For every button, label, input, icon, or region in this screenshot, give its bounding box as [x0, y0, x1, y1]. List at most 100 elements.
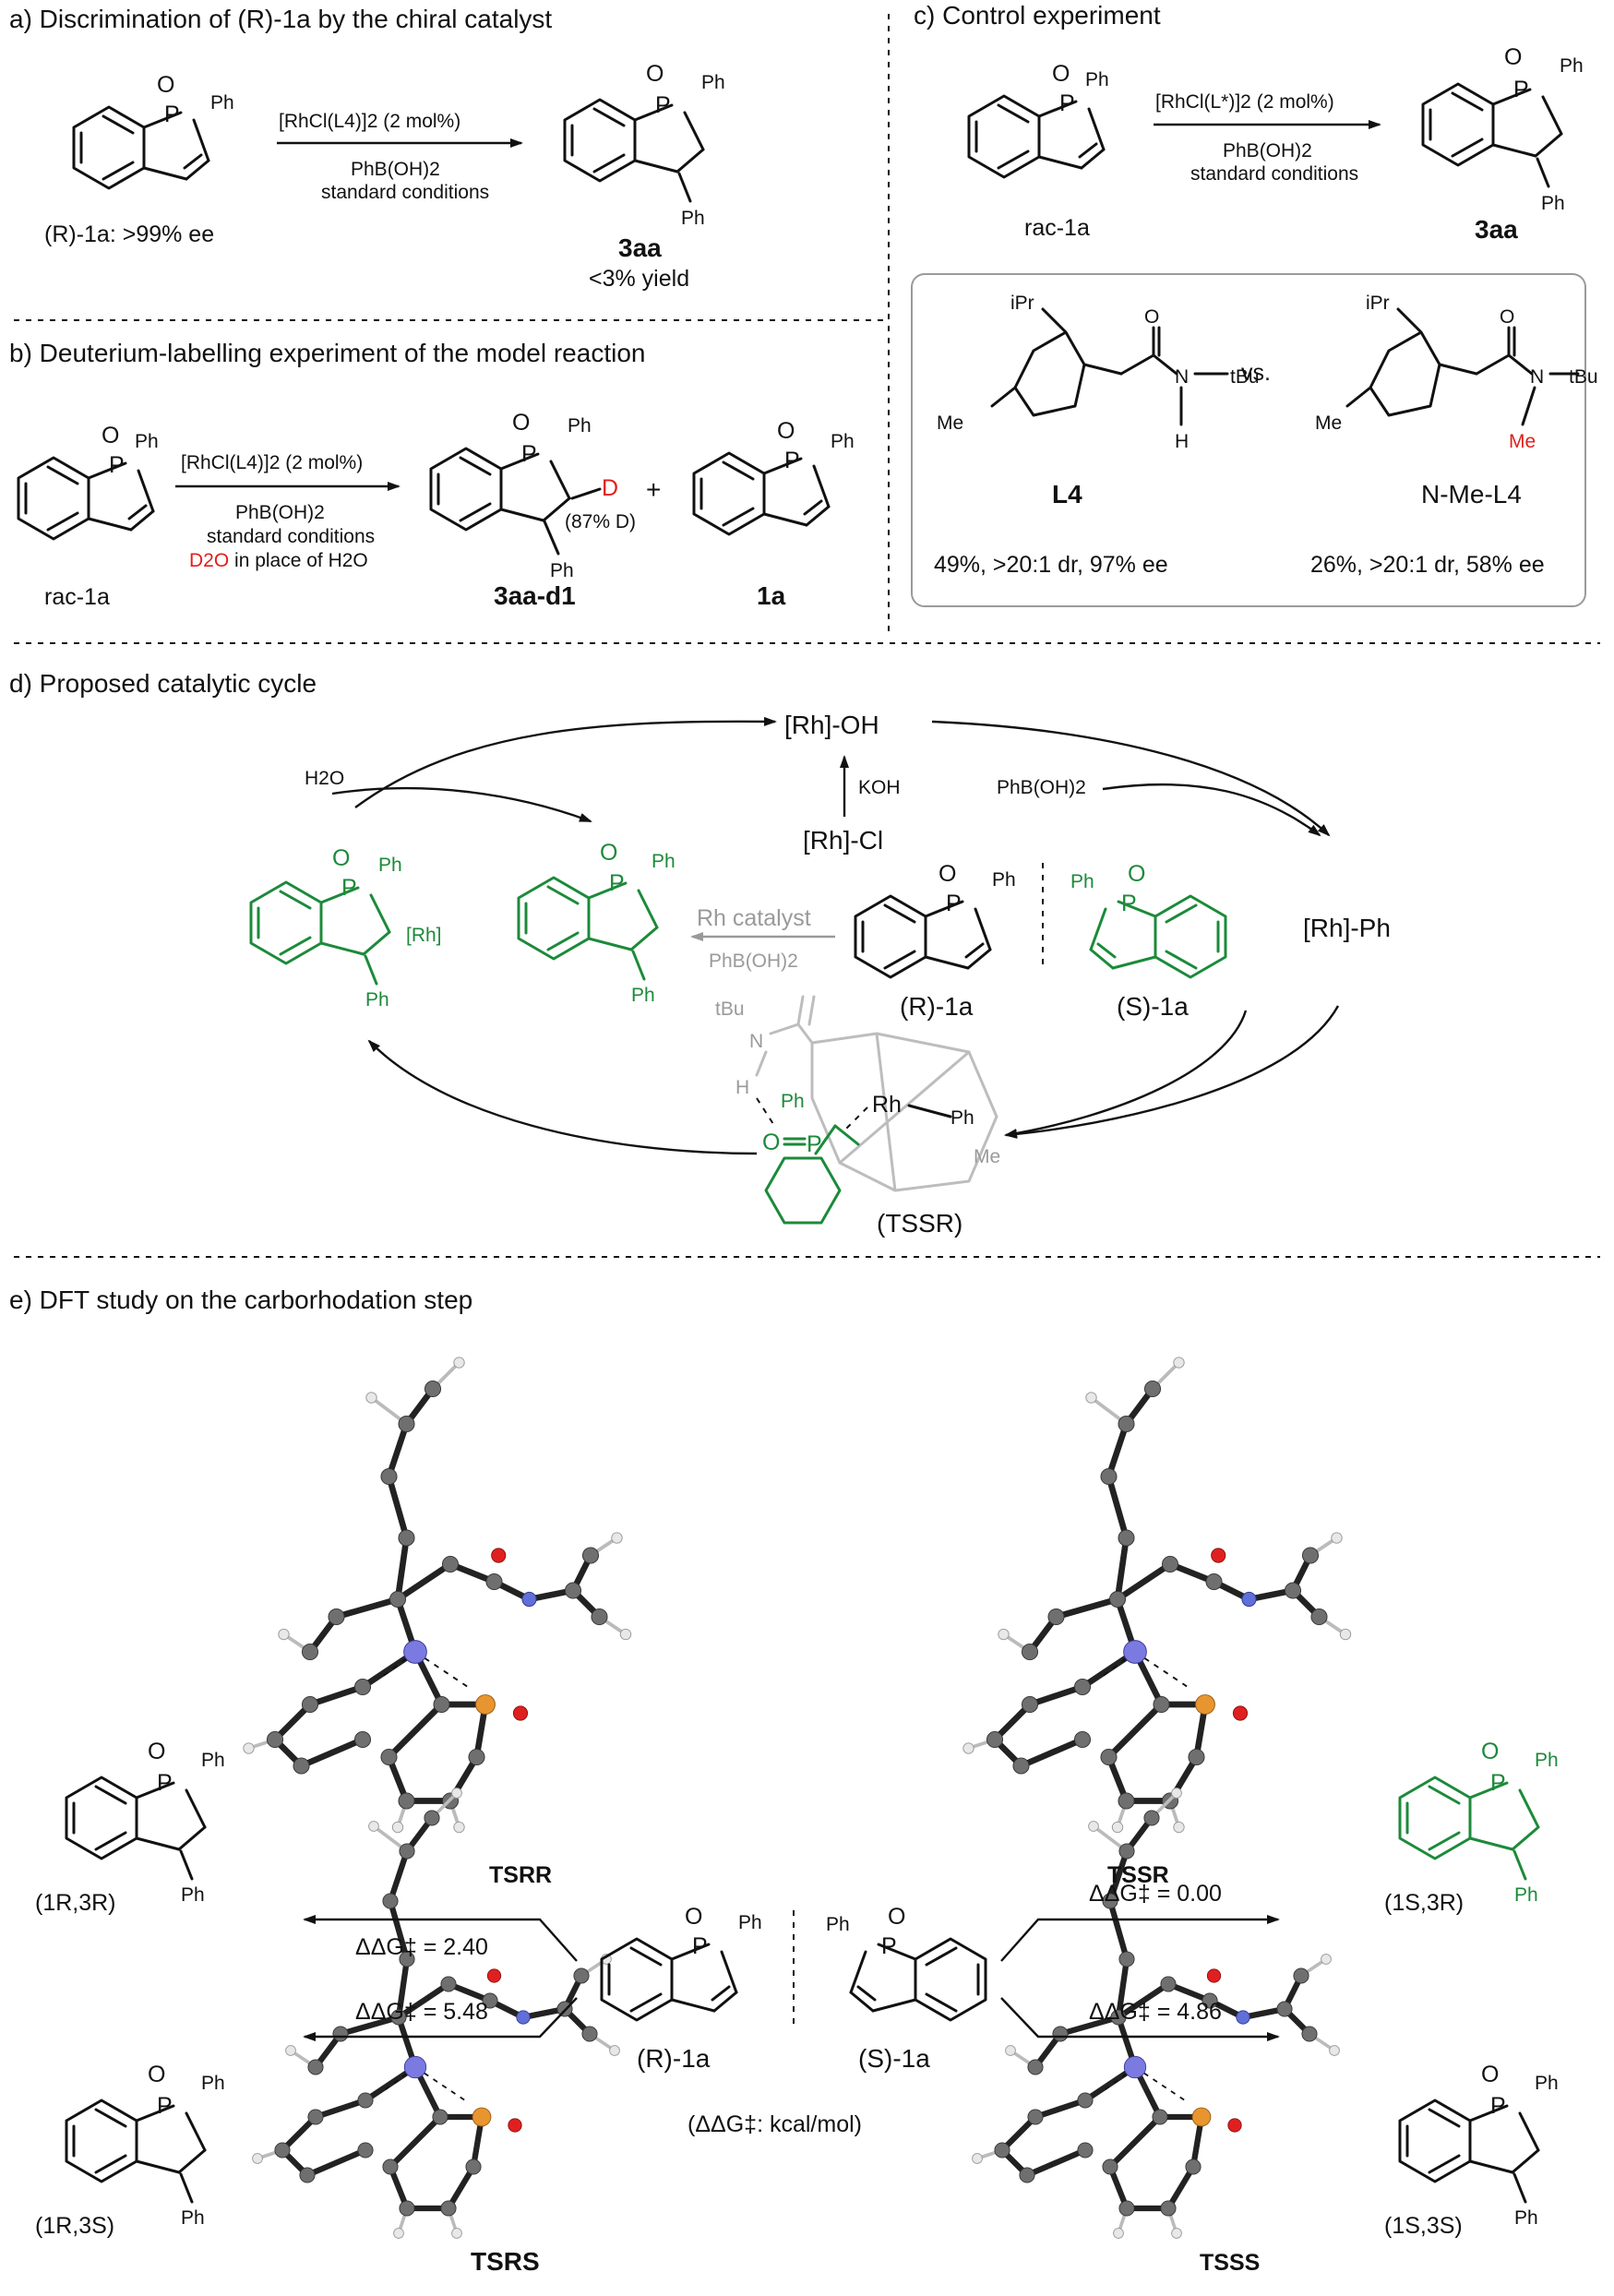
s1a-label: (S)-1a [1117, 992, 1189, 1021]
ts-sr-label: (TSSR) [877, 1209, 962, 1238]
svg-text:Ph: Ph [568, 415, 592, 436]
ligand-l4-label: L4 [1052, 480, 1082, 508]
svg-text:P: P [1490, 2093, 1506, 2119]
vs-text: vs. [1241, 360, 1271, 386]
panel-b-title: b) Deuterium-labelling experiment of the… [9, 339, 645, 367]
svg-text:Ph: Ph [365, 989, 389, 1010]
ts-ss-label: TSSS [1200, 2250, 1260, 2276]
panel-a-title: a) Discrimination of (R)-1a by the chira… [9, 5, 552, 33]
svg-text:D2O in place of H2O: D2O in place of H2O [189, 550, 368, 571]
ts-sr-3d [963, 1357, 1351, 1833]
svg-text:H: H [1175, 431, 1189, 452]
svg-text:PhB(OH)2: PhB(OH)2 [709, 951, 798, 972]
svg-text:O: O [1481, 2062, 1499, 2087]
svg-text:O: O [1144, 306, 1159, 328]
panel-d: d) Proposed catalytic cycle [Rh]-OH [Rh]… [9, 669, 1391, 1238]
svg-text:Ph: Ph [201, 2073, 225, 2094]
panel-a-product-label: 3aa [618, 233, 662, 262]
p-1s3s: (1S,3S) [1384, 2213, 1463, 2239]
svg-text:O: O [1128, 861, 1145, 887]
svg-text:Ph: Ph [201, 1750, 225, 1771]
svg-text:O: O [332, 845, 350, 871]
rh-ph: [Rh]-Ph [1303, 914, 1391, 942]
svg-text:+: + [646, 475, 661, 504]
svg-text:Me: Me [1509, 431, 1536, 452]
svg-text:Ph: Ph [831, 431, 855, 452]
svg-text:Ph: Ph [550, 560, 574, 581]
svg-text:Ph: Ph [701, 72, 725, 93]
ts-rr-3d [244, 1357, 631, 1833]
svg-text:P: P [164, 102, 180, 127]
svg-text:D: D [602, 475, 618, 501]
svg-text:Ph: Ph [210, 92, 234, 114]
svg-text:Ph: Ph [992, 869, 1016, 891]
panel-b-product-label: 3aa-d1 [494, 581, 576, 610]
svg-text:Ph: Ph [1535, 1750, 1559, 1771]
svg-text:Rh: Rh [872, 1092, 902, 1118]
svg-text:P: P [157, 2093, 173, 2119]
svg-text:Ph: Ph [781, 1091, 805, 1112]
svg-text:O: O [102, 423, 119, 448]
svg-text:P: P [784, 448, 800, 473]
svg-text:[RhCl(L4)]2 (2 mol%): [RhCl(L4)]2 (2 mol%) [181, 452, 363, 473]
svg-text:iPr: iPr [1366, 293, 1390, 314]
svg-text:O: O [600, 840, 617, 866]
svg-text:Ph: Ph [631, 985, 655, 1006]
rh-cl: [Rh]-Cl [803, 826, 883, 855]
svg-text:[RhCl(L*)]2 (2 mol%): [RhCl(L*)]2 (2 mol%) [1155, 91, 1334, 113]
svg-text:P: P [1059, 90, 1075, 116]
ts-sr-drawing: tBu N H Me Rh Ph O P Ph (TSSR) [715, 995, 1000, 1238]
ddg-rs: ΔΔG‡ = 5.48 [355, 1999, 488, 2025]
ligand-l4: iPr Me O N H tBu [937, 293, 1260, 452]
ligand-nme-l4-result: 26%, >20:1 dr, 58% ee [1310, 552, 1545, 578]
svg-text:tBu: tBu [1569, 366, 1598, 388]
svg-text:Ph: Ph [1070, 871, 1094, 892]
ligand-nme-l4: iPr Me O N Me tBu [1315, 293, 1598, 452]
panel-c-title: c) Control experiment [914, 1, 1161, 30]
svg-text:O: O [888, 1904, 905, 1930]
svg-text:O: O [148, 1739, 165, 1764]
svg-text:O: O [148, 2062, 165, 2087]
panel-a-sm-label: (R)-1a: >99% ee [44, 221, 214, 247]
panel-a-yield: <3% yield [589, 266, 689, 292]
ligand-box [911, 273, 1586, 607]
svg-text:Ph: Ph [950, 1107, 974, 1129]
svg-text:O: O [939, 861, 956, 887]
svg-text:O: O [157, 72, 174, 98]
ts-rs-label: TSRS [471, 2247, 540, 2276]
svg-text:Ph: Ph [1541, 193, 1565, 214]
svg-text:P: P [521, 441, 537, 467]
panel-b-sm-label: rac-1a [44, 584, 110, 610]
svg-text:Ph: Ph [738, 1912, 762, 1933]
panel-c-product-label: 3aa [1475, 215, 1518, 244]
svg-text:standard conditions: standard conditions [207, 526, 375, 547]
p-1s3r: (1S,3R) [1384, 1890, 1464, 1916]
svg-text:P: P [157, 1770, 173, 1796]
svg-text:O: O [762, 1130, 780, 1155]
svg-text:O: O [1504, 44, 1522, 70]
svg-text:P: P [881, 1933, 897, 1959]
panel-a: a) Discrimination of (R)-1a by the chira… [9, 5, 725, 292]
svg-text:PhB(OH)2: PhB(OH)2 [235, 502, 325, 523]
svg-text:P: P [1121, 891, 1137, 916]
panel-c-sm-label: rac-1a [1024, 215, 1090, 241]
ts-sr-label-e: TSSR [1107, 1862, 1169, 1888]
svg-text:Ph: Ph [378, 855, 402, 876]
h2o-label: H2O [305, 768, 344, 789]
svg-text:O: O [1052, 61, 1070, 87]
panel-b-recovered-label: 1a [757, 581, 786, 610]
svg-text:O: O [512, 410, 530, 436]
svg-text:N: N [1175, 366, 1189, 388]
svg-text:O: O [777, 418, 795, 444]
svg-text:Me: Me [1315, 413, 1342, 434]
svg-text:P: P [341, 875, 357, 901]
svg-text:O: O [685, 1904, 702, 1930]
svg-text:P: P [1513, 77, 1529, 102]
svg-text:O: O [1500, 306, 1514, 328]
svg-text:Me: Me [937, 413, 963, 434]
svg-text:N: N [749, 1031, 763, 1052]
svg-text:N: N [1530, 366, 1544, 388]
svg-text:standard conditions: standard conditions [1190, 163, 1358, 185]
svg-text:Ph: Ph [1514, 2207, 1538, 2229]
